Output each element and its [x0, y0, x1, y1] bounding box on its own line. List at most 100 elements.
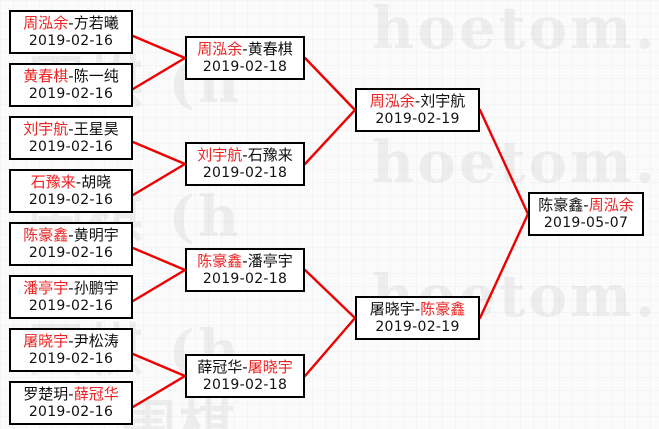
player-separator: -: [68, 279, 74, 297]
player-winner: 陈豪鑫: [23, 226, 69, 244]
match-date: 2019-02-16: [28, 298, 114, 314]
match-box-semifinal-1[interactable]: 周泓余-刘宇航 2019-02-19: [355, 88, 480, 132]
player-winner: 周泓余: [23, 14, 69, 32]
match-box-r1-7[interactable]: 屠晓宇-尹松涛 2019-02-16: [9, 328, 133, 372]
match-date: 2019-02-16: [28, 139, 114, 155]
watermark-text: hoetom.com): [372, 0, 659, 62]
match-box-r1-8[interactable]: 罗楚玥-薛冠华 2019-02-16: [9, 381, 133, 425]
player-separator: -: [242, 252, 248, 270]
connector-sf-1: [478, 108, 530, 216]
match-box-r2-2[interactable]: 刘宇航-石豫来 2019-02-18: [185, 142, 305, 186]
player-winner: 刘宇航: [197, 146, 243, 164]
match-date: 2019-02-16: [28, 351, 114, 367]
player-separator: -: [68, 332, 74, 350]
player-separator: -: [414, 300, 421, 318]
connector-r1-7: [131, 352, 187, 378]
match-date: 2019-02-16: [28, 404, 114, 420]
match-box-r1-5[interactable]: 陈豪鑫-黄明宇 2019-02-16: [9, 222, 133, 266]
player-loser: 陈豪鑫: [538, 196, 584, 214]
match-players: 罗楚玥-薛冠华: [11, 385, 131, 404]
player-loser: 潘亭宇: [247, 252, 293, 270]
match-players: 石豫来-胡晓: [11, 173, 131, 192]
player-loser: 屠晓宇: [369, 300, 415, 318]
player-winner: 陈豪鑫: [420, 300, 466, 318]
player-winner: 刘宇航: [23, 120, 69, 138]
player-winner: 周泓余: [369, 92, 415, 110]
player-separator: -: [414, 92, 421, 110]
match-date: 2019-02-16: [28, 86, 114, 102]
match-players: 陈豪鑫-潘亭宇: [187, 252, 303, 271]
player-loser: 方若曦: [73, 14, 119, 32]
match-box-r2-4[interactable]: 薛冠华-屠晓宇 2019-02-18: [185, 354, 305, 398]
player-separator: -: [68, 120, 74, 138]
match-box-r2-3[interactable]: 陈豪鑫-潘亭宇 2019-02-18: [185, 248, 305, 292]
player-loser: 王星昊: [73, 120, 119, 138]
connector-r2-3: [303, 268, 357, 320]
match-date: 2019-02-16: [28, 192, 114, 208]
match-box-r1-3[interactable]: 刘宇航-王星昊 2019-02-16: [9, 116, 133, 160]
connector-r1-4: [131, 162, 187, 197]
player-winner: 薛冠华: [73, 385, 119, 403]
match-players: 薛冠华-屠晓宇: [187, 358, 303, 377]
player-loser: 薛冠华: [197, 358, 243, 376]
player-winner: 黄春棋: [23, 67, 69, 85]
connector-r2-4: [303, 316, 357, 378]
match-date: 2019-02-19: [375, 319, 460, 335]
player-winner: 屠晓宇: [23, 332, 69, 350]
match-date: 2019-02-18: [202, 377, 288, 393]
player-loser: 孙鹏宇: [73, 279, 119, 297]
player-separator: -: [68, 385, 74, 403]
watermark-text: hoetom.com): [372, 128, 659, 196]
player-separator: -: [242, 146, 248, 164]
player-separator: -: [242, 358, 248, 376]
match-players: 屠晓宇-尹松涛: [11, 332, 131, 351]
player-loser: 黄明宇: [73, 226, 119, 244]
player-separator: -: [68, 14, 74, 32]
player-loser: 胡晓: [81, 173, 112, 191]
match-players: 刘宇航-王星昊: [11, 120, 131, 139]
match-date: 2019-02-16: [28, 33, 114, 49]
match-box-r1-4[interactable]: 石豫来-胡晓 2019-02-16: [9, 169, 133, 213]
match-box-r1-2[interactable]: 黄春棋-陈一纯 2019-02-16: [9, 63, 133, 107]
player-loser: 尹松涛: [73, 332, 119, 350]
match-date: 2019-02-16: [28, 245, 114, 261]
match-date: 2019-02-18: [202, 271, 288, 287]
connector-r2-1: [303, 56, 357, 112]
connector-r1-2: [131, 56, 187, 91]
match-box-r1-1[interactable]: 周泓余-方若曦 2019-02-16: [9, 10, 133, 54]
match-players: 刘宇航-石豫来: [187, 146, 303, 165]
match-players: 周泓余-刘宇航: [357, 92, 478, 111]
match-box-semifinal-2[interactable]: 屠晓宇-陈豪鑫 2019-02-19: [355, 296, 480, 340]
match-players: 潘亭宇-孙鹏宇: [11, 279, 131, 298]
match-date: 2019-02-18: [202, 59, 288, 75]
player-separator: -: [68, 67, 74, 85]
player-separator: -: [75, 173, 82, 191]
player-winner: 周泓余: [197, 40, 243, 58]
connector-r2-2: [303, 108, 357, 166]
match-players: 陈豪鑫-周泓余: [530, 196, 642, 215]
player-winner: 潘亭宇: [23, 279, 69, 297]
player-loser: 黄春棋: [247, 40, 293, 58]
connector-r1-8: [131, 374, 187, 409]
player-loser: 陈一纯: [73, 67, 119, 85]
match-box-final[interactable]: 陈豪鑫-周泓余 2019-05-07: [528, 192, 644, 236]
match-box-r1-6[interactable]: 潘亭宇-孙鹏宇 2019-02-16: [9, 275, 133, 319]
connector-r1-3: [131, 140, 187, 166]
match-players: 黄春棋-陈一纯: [11, 67, 131, 86]
player-winner: 屠晓宇: [247, 358, 293, 376]
player-winner: 周泓余: [588, 196, 634, 214]
match-players: 屠晓宇-陈豪鑫: [357, 300, 478, 319]
player-separator: -: [242, 40, 248, 58]
match-date: 2019-02-19: [375, 111, 460, 127]
match-players: 周泓余-黄春棋: [187, 40, 303, 59]
connector-r1-6: [131, 268, 187, 303]
player-winner: 石豫来: [30, 173, 76, 191]
match-players: 周泓余-方若曦: [11, 14, 131, 33]
connector-r1-1: [131, 34, 187, 60]
connector-r1-5: [131, 246, 187, 272]
player-loser: 罗楚玥: [23, 385, 69, 403]
match-box-r2-1[interactable]: 周泓余-黄春棋 2019-02-18: [185, 36, 305, 80]
player-winner: 陈豪鑫: [197, 252, 243, 270]
player-separator: -: [583, 196, 589, 214]
